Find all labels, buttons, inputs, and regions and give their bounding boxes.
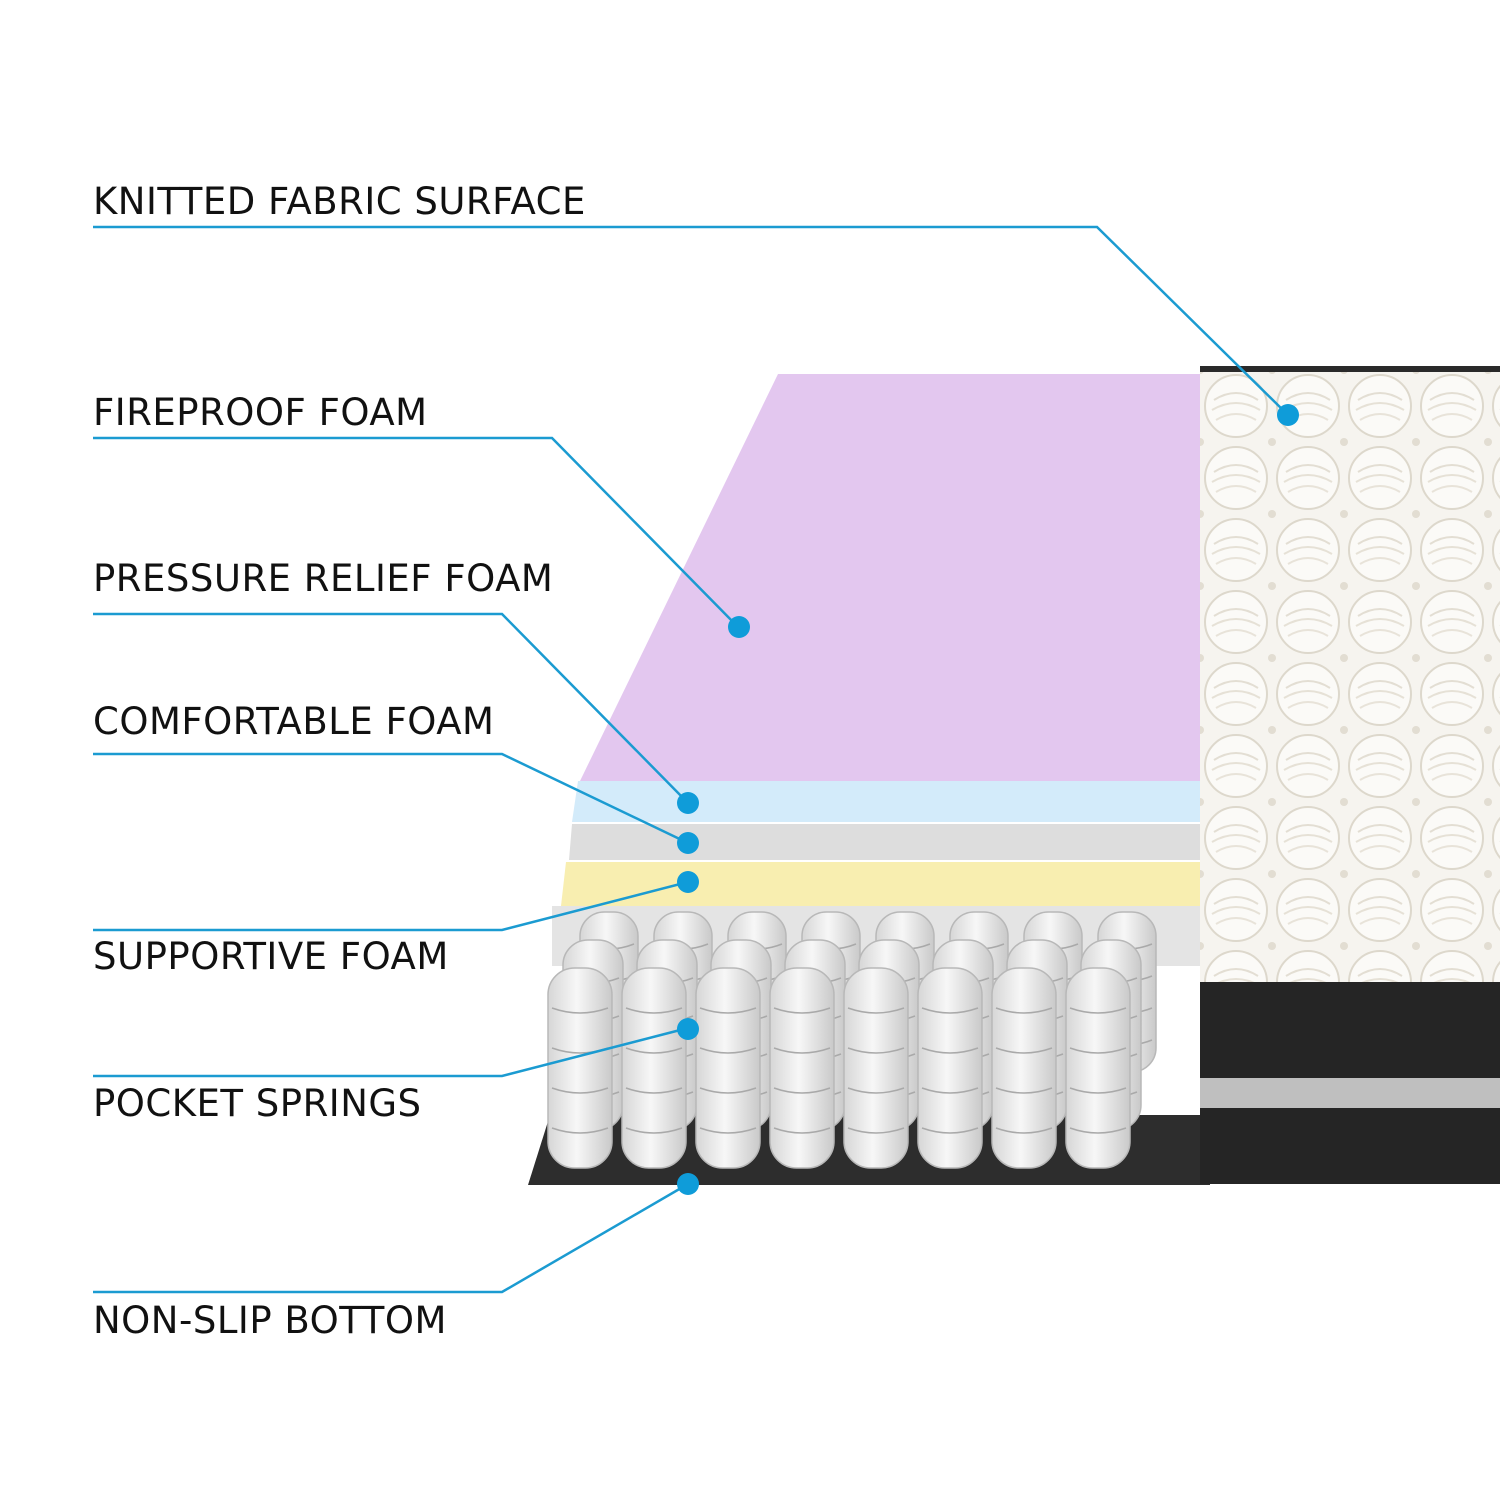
label-pocket-springs: POCKET SPRINGS [93, 1082, 422, 1125]
label-non-slip-bottom: NON-SLIP BOTTOM [93, 1299, 447, 1342]
spring-coil [695, 967, 761, 1169]
spring-coil [917, 967, 983, 1169]
label-fireproof-foam: FIREPROOF FOAM [93, 391, 428, 434]
spring-coil [547, 967, 613, 1169]
leader-line-pressure-relief-foam [93, 612, 689, 804]
callout-dot-non-slip-bottom [677, 1173, 699, 1195]
spring-coil [769, 967, 835, 1169]
label-comfortable-foam: COMFORTABLE FOAM [93, 700, 495, 743]
label-supportive-foam: SUPPORTIVE FOAM [93, 935, 449, 978]
leader-line-comfortable-foam [93, 752, 689, 845]
callout-dot-fireproof-foam [728, 616, 750, 638]
callout-dot-knitted-fabric-surface [1277, 404, 1299, 426]
callout-dot-pocket-springs [677, 1018, 699, 1040]
pocket-springs-layer [547, 906, 1202, 1169]
leader-line-supportive-foam [93, 880, 689, 932]
spring-coil [1065, 967, 1131, 1169]
supportive-foam-layer [561, 862, 1202, 906]
spring-coil [843, 967, 909, 1169]
leader-line-knitted-fabric-surface [93, 225, 1288, 415]
leader-line-pocket-springs [93, 1026, 689, 1078]
mattress-border-stripe [1200, 1078, 1500, 1108]
spring-coil [621, 967, 687, 1169]
leader-line-non-slip-bottom [93, 1182, 689, 1294]
mattress-border-band-lower [1200, 1108, 1500, 1184]
leader-line-fireproof-foam [93, 436, 739, 628]
label-pressure-relief-foam: PRESSURE RELIEF FOAM [93, 557, 554, 600]
mattress-top-edge [1200, 366, 1500, 372]
knitted-fabric-panel [1200, 370, 1500, 982]
label-knitted-fabric-surface: KNITTED FABRIC SURFACE [93, 180, 586, 223]
callout-dot-pressure-relief-foam [677, 792, 699, 814]
callout-dot-supportive-foam [677, 871, 699, 893]
mattress-border-band [1200, 982, 1500, 1078]
comfortable-foam-layer [569, 824, 1202, 860]
fireproof-foam-layer [580, 374, 1202, 781]
pressure-relief-foam-layer [572, 781, 1202, 822]
callout-dot-comfortable-foam [677, 832, 699, 854]
spring-coil [991, 967, 1057, 1169]
